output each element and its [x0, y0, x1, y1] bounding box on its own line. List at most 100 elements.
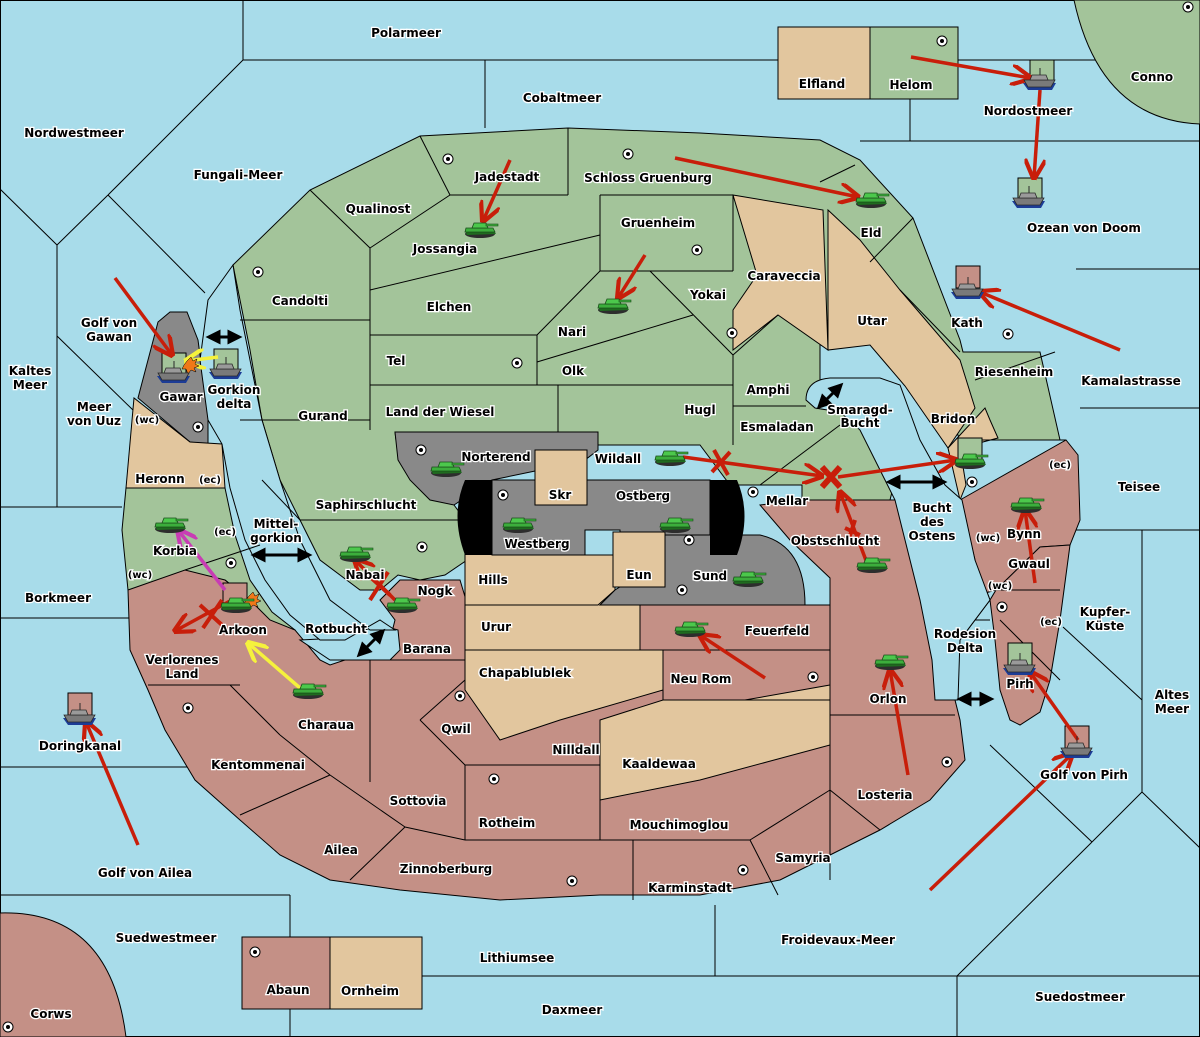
canal-arrows — [205, 329, 995, 707]
label-altes-meer-2: Meer — [1155, 702, 1189, 716]
label-saphirschlucht: Saphirschlucht — [316, 498, 417, 512]
coast-label: (wc) — [128, 570, 152, 581]
coast-label: (ec) — [1049, 460, 1071, 471]
label-meer-von-uuz-2: von Uuz — [67, 414, 121, 428]
supply-center-icon — [192, 421, 204, 433]
label-charaua: Charaua — [298, 718, 354, 732]
supply-center-icon — [225, 557, 237, 569]
label-verlorenes-land-2: Land — [166, 667, 199, 681]
coast-label: (wc) — [976, 533, 1000, 544]
label-mouchimoglou: Mouchimoglou — [630, 818, 729, 832]
supply-center-icon — [488, 773, 500, 785]
label-amphi: Amphi — [746, 383, 789, 397]
label-borkmeer: Borkmeer — [25, 591, 91, 605]
label-bucht-des-ostens: Bucht — [912, 501, 951, 515]
label-pirh: Pirh — [1006, 677, 1033, 691]
coast-label: (ec) — [1040, 617, 1062, 628]
canal-arrow-icon — [356, 628, 386, 658]
supply-center-icon — [676, 584, 688, 596]
coast-label: (ec) — [214, 527, 236, 538]
coast-label: (wc) — [135, 415, 159, 426]
label-gawar: Gawar — [159, 390, 202, 404]
label-smaragd-bucht: Smaragd- — [827, 403, 892, 417]
label-eld: Eld — [861, 226, 882, 240]
label-abaun: Abaun — [266, 983, 309, 997]
label-golf-von-gawan-2: Gawan — [86, 330, 132, 344]
cross-icon — [366, 570, 392, 602]
label-suedostmeer: Suedostmeer — [1035, 990, 1125, 1004]
label-kupfer-kueste: Kupfer- — [1080, 605, 1130, 619]
supply-center-icon — [182, 702, 194, 714]
label-mellar: Mellar — [766, 494, 808, 508]
label-nari: Nari — [558, 325, 586, 339]
label-rotbucht: Rotbucht — [305, 622, 367, 636]
label-rodesion-delta: Rodesion — [934, 627, 996, 641]
supply-center-icon — [726, 327, 738, 339]
cross-icon — [844, 519, 861, 546]
label-nogk: Nogk — [418, 584, 454, 598]
label-chapablublek: Chapablublek — [479, 666, 572, 680]
label-heronn: Heronn — [135, 472, 184, 486]
supply-center-icon — [737, 864, 749, 876]
supply-center-icon — [416, 541, 428, 553]
supply-center-icon — [511, 357, 523, 369]
supply-center-icon — [249, 946, 261, 958]
label-tel: Tel — [387, 354, 406, 368]
label-hugl: Hugl — [684, 403, 715, 417]
label-jadestadt: Jadestadt — [474, 170, 540, 184]
label-yokai: Yokai — [689, 288, 726, 302]
label-sund: Sund — [693, 569, 727, 583]
label-caraveccia: Caraveccia — [747, 269, 820, 283]
label-altes-meer: Altes — [1155, 688, 1189, 702]
label-polarmeer: Polarmeer — [371, 26, 441, 40]
label-sottovia: Sottovia — [390, 794, 447, 808]
label-gurand: Gurand — [298, 409, 348, 423]
label-korbia: Korbia — [153, 544, 197, 558]
label-candolti: Candolti — [272, 294, 328, 308]
label-teisee: Teisee — [1118, 480, 1160, 494]
label-zinnoberburg: Zinnoberburg — [400, 862, 492, 876]
label-kaltes-meer-2: Meer — [13, 378, 47, 392]
label-nilldall: Nilldall — [552, 743, 599, 757]
label-hills: Hills — [478, 573, 508, 587]
label-helom: Helom — [889, 78, 932, 92]
canal-arrow-icon — [816, 382, 844, 410]
label-bucht-des-ostens-2: des — [920, 515, 944, 529]
supply-center-icon — [622, 148, 634, 160]
label-ostberg: Ostberg — [616, 489, 670, 503]
label-arkoon: Arkoon — [219, 623, 267, 637]
label-bynn: Bynn — [1007, 527, 1041, 541]
label-utar: Utar — [857, 314, 887, 328]
label-suedwestmeer: Suedwestmeer — [116, 931, 217, 945]
label-meer-von-uuz: Meer — [77, 400, 111, 414]
label-verlorenes-land: Verlorenes — [146, 653, 219, 667]
label-kaaldewaa: Kaaldewaa — [622, 757, 696, 771]
label-nordostmeer: Nordostmeer — [984, 104, 1073, 118]
supply-center-icon — [683, 534, 695, 546]
label-elfland: Elfland — [799, 77, 845, 91]
label-kamalastrasse: Kamalastrasse — [1081, 374, 1181, 388]
label-cobaltmeer: Cobaltmeer — [523, 91, 601, 105]
label-rodesion-delta-2: Delta — [947, 641, 983, 655]
supply-center-icon — [691, 244, 703, 256]
label-fungali-meer: Fungali-Meer — [194, 168, 283, 182]
label-smaragd-bucht-2: Bucht — [840, 416, 879, 430]
supply-center-icon — [566, 875, 578, 887]
label-corws: Corws — [30, 1007, 71, 1021]
label-riesenheim: Riesenheim — [975, 365, 1054, 379]
label-rotheim: Rotheim — [479, 816, 536, 830]
label-eun: Eun — [626, 568, 651, 582]
label-skr: Skr — [549, 488, 572, 502]
supply-center-icon — [1182, 1, 1194, 13]
label-froidevaux-meer: Froidevaux-Meer — [781, 933, 895, 947]
coast-label: (wc) — [988, 581, 1012, 592]
coast-label: (ec) — [199, 475, 221, 486]
label-schloss-gruenburg: Schloss Gruenburg — [584, 171, 712, 185]
label-westberg: Westberg — [504, 537, 569, 551]
label-daxmeer: Daxmeer — [542, 1003, 603, 1017]
explosion-icon — [181, 356, 200, 375]
cross-icon — [198, 598, 224, 630]
supply-center-icon — [442, 153, 454, 165]
label-feuerfeld: Feuerfeld — [745, 624, 810, 638]
